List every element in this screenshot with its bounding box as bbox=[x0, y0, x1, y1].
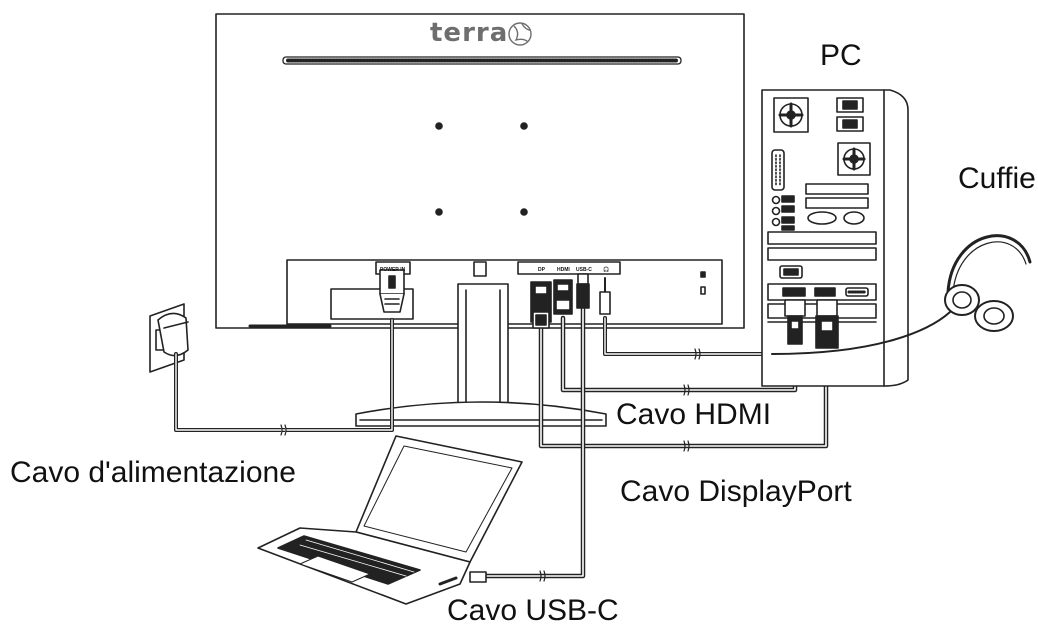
brand-logo: terra bbox=[430, 18, 509, 48]
label-pc: PC bbox=[820, 39, 862, 72]
monitor-stand bbox=[355, 283, 607, 427]
hdmi-connector-pc bbox=[784, 299, 806, 345]
label-headphones: Cuffie bbox=[958, 162, 1036, 195]
label-usbc-cable: Cavo USB-C bbox=[447, 594, 619, 627]
vesa-screw bbox=[435, 208, 443, 216]
dp-connector-monitor bbox=[530, 281, 552, 329]
usbc-connector-monitor bbox=[576, 273, 590, 309]
power-cable-inner bbox=[175, 319, 393, 431]
label-displayport-cable: Cavo DisplayPort bbox=[620, 475, 852, 508]
wall-outlet bbox=[149, 303, 189, 373]
power-plug bbox=[379, 269, 405, 313]
headphones bbox=[771, 234, 1032, 355]
globe-icon bbox=[508, 22, 532, 46]
hdmi-connector-monitor bbox=[553, 279, 573, 315]
lock-slot bbox=[473, 261, 487, 277]
laptop bbox=[257, 435, 523, 605]
io-port-label-box bbox=[517, 261, 621, 275]
vesa-screw bbox=[520, 122, 528, 130]
pc-tower bbox=[761, 89, 909, 387]
label-hdmi-cable: Cavo HDMI bbox=[616, 398, 772, 431]
vesa-screw bbox=[435, 122, 443, 130]
port-label-dp: DP bbox=[538, 267, 546, 273]
dp-connector-pc bbox=[815, 299, 839, 349]
cable-break-marks bbox=[280, 348, 701, 582]
label-power-cable: Cavo d'alimentazione bbox=[10, 456, 296, 489]
port-label-hdmi: HDMI bbox=[557, 267, 570, 273]
cover-plate bbox=[330, 288, 414, 320]
port-label-audio: 🎧 bbox=[603, 266, 609, 273]
vesa-screw bbox=[520, 208, 528, 216]
port-label-power: POWER IN bbox=[380, 267, 406, 273]
monitor bbox=[215, 13, 745, 329]
port-label-usbc: USB-C bbox=[576, 267, 592, 273]
audio-jack-monitor bbox=[599, 277, 611, 315]
